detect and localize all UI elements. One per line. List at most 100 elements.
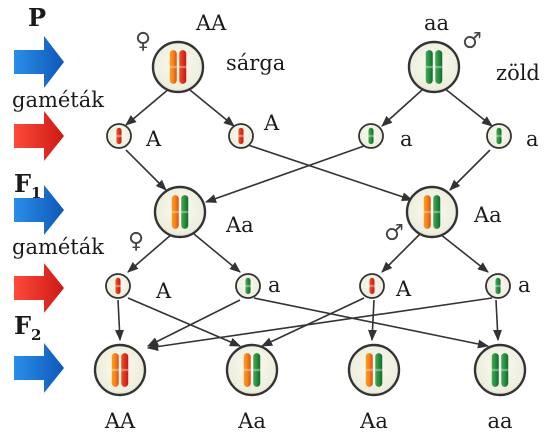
centromere xyxy=(169,65,177,69)
parent-female-phenotype: sárga xyxy=(226,51,285,75)
arrow-blue-parental xyxy=(14,36,64,88)
centromere xyxy=(496,134,502,138)
p-gamete-4-label: a xyxy=(526,127,539,151)
centromere xyxy=(111,368,119,372)
f1-gamete-4-label: a xyxy=(518,273,531,297)
parent-male-genotype: aa xyxy=(424,11,449,35)
cell-p-gamete-4 xyxy=(486,123,512,149)
centromere xyxy=(423,210,431,214)
cell-f2-2 xyxy=(225,343,279,397)
cell-p-gamete-1 xyxy=(106,123,132,149)
cell-membrane xyxy=(347,343,401,397)
cell-parent-male xyxy=(407,40,461,94)
centromere xyxy=(433,210,441,214)
p-gamete-1-label: A xyxy=(145,127,162,151)
gametes-label-2: gaméták xyxy=(12,235,104,259)
cell-f1-gamete-1 xyxy=(105,273,131,299)
chromosome-recessive xyxy=(245,277,251,295)
chromosome-recessive xyxy=(496,127,502,145)
cell-p-gamete-3 xyxy=(358,123,384,149)
chromosome-recessive xyxy=(425,50,433,84)
female-symbol-f1: ♀ xyxy=(128,229,144,254)
male-symbol-parent: ♂ xyxy=(462,29,482,54)
arrow-red-gametes xyxy=(14,111,64,161)
f1-female-genotype: Aa xyxy=(225,213,254,237)
f1-gamete-1-label: A xyxy=(155,279,172,303)
generation-f2-label: F2 xyxy=(14,311,41,344)
cell-membrane xyxy=(225,343,279,397)
cell-parent-female xyxy=(151,40,205,94)
chromosome-dominant xyxy=(111,353,119,387)
generation-f1-label: F1 xyxy=(14,169,41,202)
f2-genotype-3: Aa xyxy=(359,409,388,433)
chromosome-recessive xyxy=(435,50,443,84)
p-gamete-2-label: A xyxy=(263,111,280,135)
centromere xyxy=(365,368,373,372)
cell-membrane xyxy=(405,185,459,239)
centromere xyxy=(179,65,187,69)
cell-p-gamete-2 xyxy=(228,123,254,149)
centromere xyxy=(171,210,179,214)
centromere xyxy=(245,284,251,288)
centromere xyxy=(495,284,501,288)
cell-membrane xyxy=(407,40,461,94)
cell-f2-3 xyxy=(347,343,401,397)
cell-membrane xyxy=(473,343,527,397)
male-symbol-f1: ♂ xyxy=(384,221,404,246)
f1-gamete-2-label: a xyxy=(268,273,281,297)
cell-f1-gamete-3 xyxy=(359,273,385,299)
centromere xyxy=(253,368,261,372)
chromosome-dominant xyxy=(171,195,179,229)
cell-f1-female xyxy=(153,185,207,239)
parent-female-genotype: AA xyxy=(195,11,227,35)
chromosome-recessive xyxy=(433,195,441,229)
centromere xyxy=(425,65,433,69)
gametes-label-1: gaméták xyxy=(12,88,104,112)
parent-male-phenotype: zöld xyxy=(496,61,540,85)
chromosome-dominant xyxy=(116,127,122,145)
cell-f1-gamete-2 xyxy=(235,273,261,299)
chromosome-dominant xyxy=(115,277,121,295)
centromere xyxy=(121,368,129,372)
centromere xyxy=(116,134,122,138)
chromosome-recessive xyxy=(375,353,383,387)
chromosome-recessive xyxy=(491,353,499,387)
chromosome-dominant xyxy=(169,50,177,84)
chromosome-recessive xyxy=(253,353,261,387)
centromere xyxy=(243,368,251,372)
f2-genotype-2: Aa xyxy=(237,409,266,433)
centromere xyxy=(238,134,244,138)
f2-genotype-4: aa xyxy=(487,409,512,433)
cell-membrane xyxy=(93,343,147,397)
arrow-blue-f2 xyxy=(14,343,64,393)
f1-male-genotype: Aa xyxy=(473,203,502,227)
centromere xyxy=(181,210,189,214)
chromosome-recessive xyxy=(501,353,509,387)
chromosome-dominant xyxy=(423,195,431,229)
f1-gamete-3-label: A xyxy=(395,277,412,301)
centromere xyxy=(501,368,509,372)
chromosome-recessive xyxy=(495,277,501,295)
cell-f1-gamete-4 xyxy=(485,273,511,299)
cell-membrane xyxy=(153,185,207,239)
cells-layer xyxy=(93,40,527,397)
cell-f1-male xyxy=(405,185,459,239)
centromere xyxy=(115,284,121,288)
female-symbol-parent: ♀ xyxy=(135,29,151,54)
chromosome-dominant xyxy=(238,127,244,145)
chromosome-dominant xyxy=(365,353,373,387)
centromere xyxy=(491,368,499,372)
generation-p-label: P xyxy=(28,3,46,32)
chromosome-dominant xyxy=(121,353,129,387)
chromosome-dominant xyxy=(243,353,251,387)
chromosome-dominant xyxy=(369,277,375,295)
centromere xyxy=(375,368,383,372)
cell-f2-1 xyxy=(93,343,147,397)
chromosome-recessive xyxy=(368,127,374,145)
chromosome-dominant xyxy=(179,50,187,84)
arrow-red-gametes-f1 xyxy=(14,263,64,313)
centromere xyxy=(369,284,375,288)
centromere xyxy=(435,65,443,69)
f2-genotype-1: AA xyxy=(104,409,136,433)
